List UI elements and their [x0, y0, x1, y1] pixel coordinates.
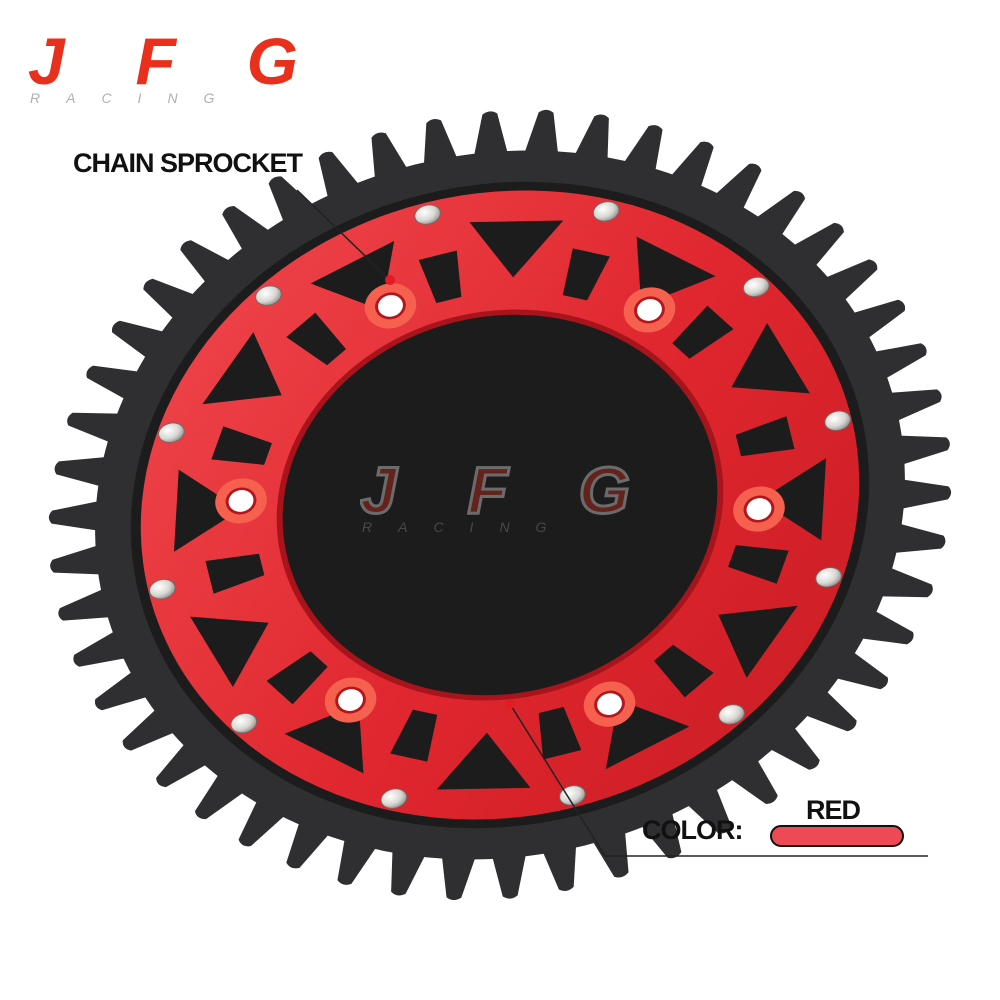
- bolt-head: [815, 567, 842, 588]
- mount-hole: [634, 296, 665, 324]
- watermark-logo: JFG RACING: [359, 452, 632, 539]
- mount-hole: [594, 690, 625, 718]
- bolt-head: [380, 788, 408, 809]
- color-value: RED: [806, 795, 861, 825]
- sprocket-callout-dot: [385, 275, 395, 285]
- bolt-head: [592, 201, 620, 222]
- carrier-inner-bevel: [276, 309, 724, 701]
- sprocket-tooth: [572, 114, 609, 165]
- sprocket-tooth: [522, 109, 559, 159]
- bolt-head: [742, 276, 770, 298]
- bolt-head: [824, 410, 851, 431]
- sprocket-tooth: [473, 111, 509, 161]
- sprocket-tooth: [893, 435, 950, 467]
- sprocket-tooth: [491, 849, 527, 899]
- sprocket-tooth: [540, 840, 577, 892]
- sprocket-tooth: [888, 522, 946, 554]
- sprocket-tooth: [423, 118, 460, 170]
- carrier-bolts: [149, 201, 851, 809]
- sprocket-tooth: [883, 389, 942, 424]
- color-callout-dot: [505, 699, 515, 709]
- red-carrier: [140, 190, 860, 820]
- watermark-subtext: RACING: [362, 519, 573, 535]
- watermark-text: JFG: [360, 463, 630, 519]
- mount-hole: [335, 686, 366, 714]
- bolt-head: [255, 285, 282, 306]
- bolt-head: [149, 579, 176, 600]
- color-label: COLOR:: [642, 815, 743, 845]
- bolt-head: [230, 712, 258, 734]
- color-callout-line: [509, 703, 928, 857]
- sprocket-tooth: [895, 478, 952, 510]
- bolt-head: [718, 704, 745, 725]
- bolt-head: [559, 785, 586, 806]
- sprocket-tooth: [58, 586, 117, 621]
- steel-ring-inner-edge: [130, 181, 870, 829]
- sprocket-tooth: [441, 851, 478, 901]
- mount-hole: [225, 487, 257, 515]
- sprocket-tooth: [391, 845, 428, 896]
- mount-hole: [743, 495, 775, 523]
- mount-hole: [375, 292, 406, 320]
- sprocket-callout-line: [296, 189, 391, 281]
- sprocket-tooth: [50, 543, 107, 575]
- sprocket-tooth: [54, 456, 112, 488]
- brand-logo: JFG RACING: [28, 34, 300, 110]
- sprocket-tooth: [48, 500, 105, 532]
- logo-text: JFG: [28, 34, 298, 90]
- color-swatch: [770, 825, 904, 847]
- logo-subtext: RACING: [30, 90, 241, 106]
- chain-sprocket-label: CHAIN SPROCKET: [73, 148, 303, 178]
- bolt-head: [158, 422, 185, 443]
- bolt-head: [414, 204, 441, 225]
